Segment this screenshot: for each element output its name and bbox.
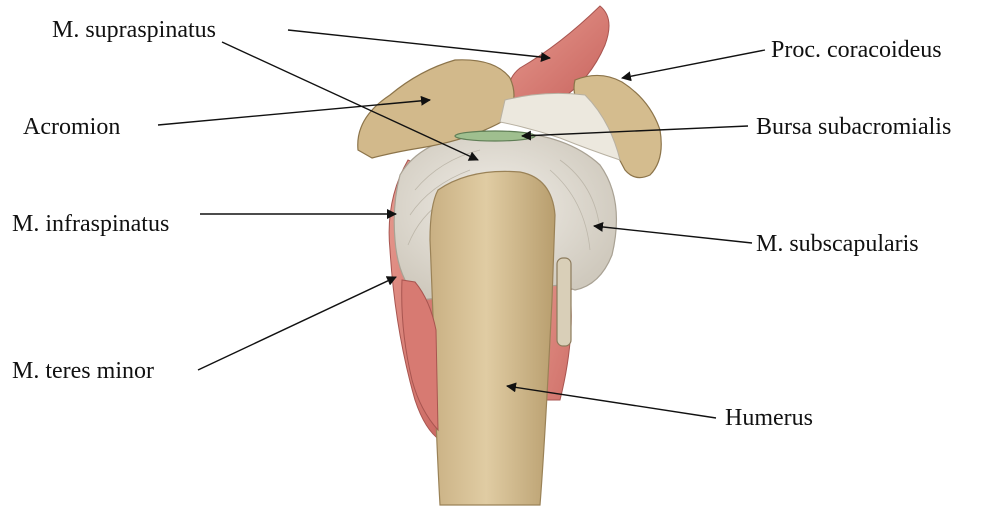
label-bursa: Bursa subacromialis: [756, 114, 951, 140]
label-coracoid: Proc. coracoideus: [771, 37, 942, 63]
leader-teres-minor: [198, 277, 396, 370]
leader-coracoid: [622, 50, 765, 78]
shoulder-illustration: [358, 6, 661, 505]
label-infraspinatus: M. infraspinatus: [12, 211, 169, 237]
label-humerus: Humerus: [725, 405, 813, 431]
humerus-bone: [430, 171, 555, 505]
label-teres-minor: M. teres minor: [12, 358, 154, 384]
label-acromion: Acromion: [23, 114, 120, 140]
biceps-tendon: [557, 258, 571, 346]
leader-supraspinatus-muscle: [288, 30, 550, 58]
leader-subscapularis: [594, 226, 752, 243]
label-supraspinatus: M. supraspinatus: [52, 17, 216, 43]
label-subscapularis: M. subscapularis: [756, 231, 919, 257]
